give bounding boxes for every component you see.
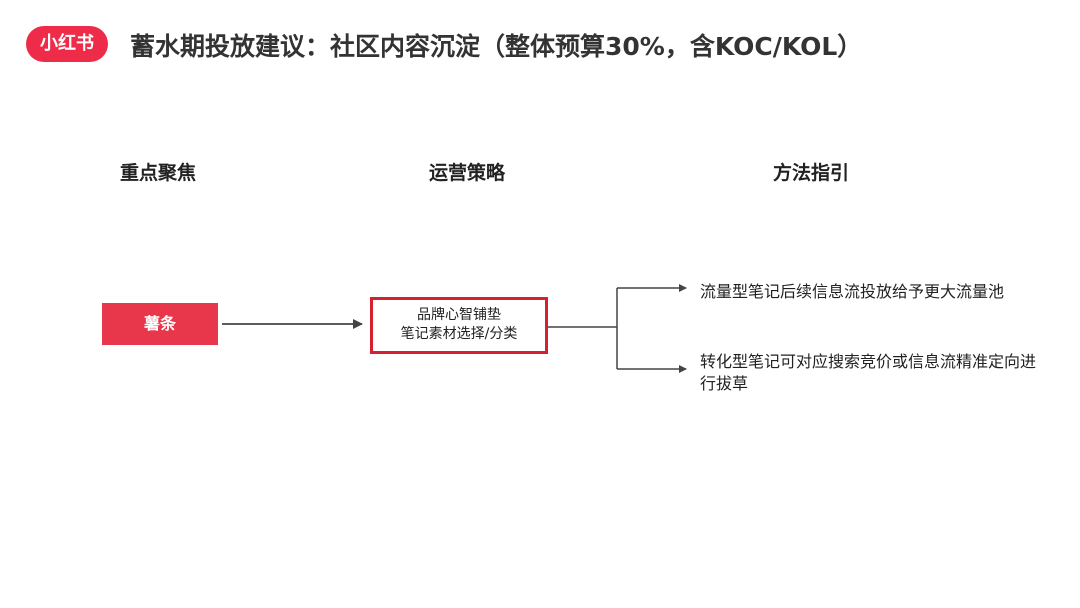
focus-box-shutiao: 薯条 [102,303,218,345]
column-header-method: 方法指引 [773,162,850,184]
page-title: 蓄水期投放建议：社区内容沉淀（整体预算30%，含KOC/KOL） [130,32,863,61]
column-header-strategy: 运营策略 [429,162,506,184]
strategy-box: 品牌心智铺垫 笔记素材选择/分类 [370,297,548,354]
strategy-line-2: 笔记素材选择/分类 [400,326,518,342]
method-item-2: 转化型笔记可对应搜索竞价或信息流精准定向进行拔草 [700,352,1037,393]
column-header-focus: 重点聚焦 [120,162,197,184]
strategy-line-1: 品牌心智铺垫 [417,307,501,323]
method-item-1: 流量型笔记后续信息流投放给予更大流量池 [700,282,1005,301]
xiaohongshu-logo: 小红书 [26,26,108,62]
